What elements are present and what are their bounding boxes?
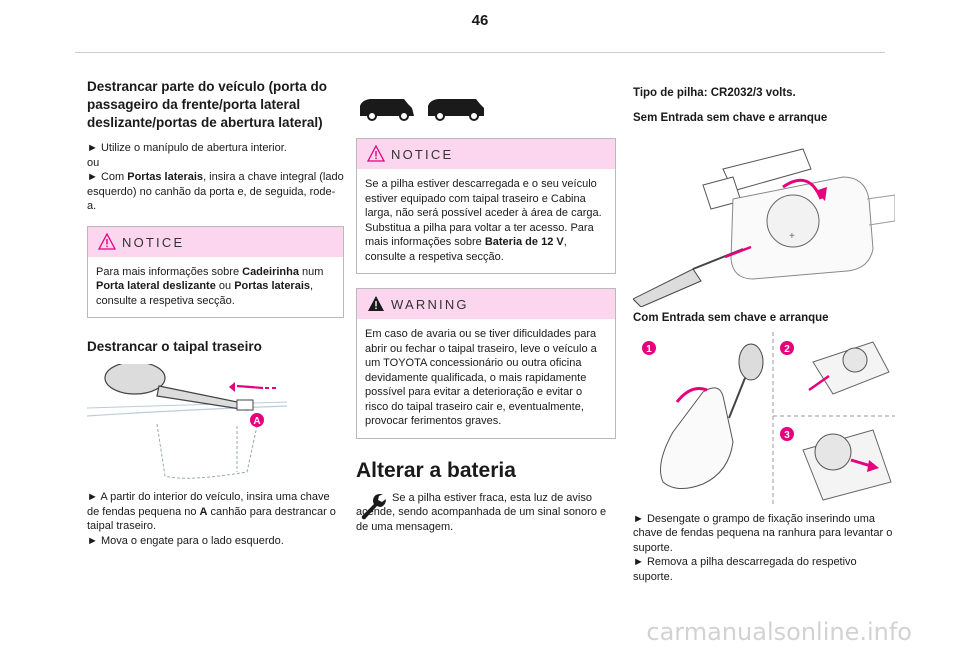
key-battery-figure-2: 1 2 3 <box>642 331 895 504</box>
caution-icon <box>98 232 116 250</box>
section-heading-battery: Alterar a bateria <box>356 458 516 482</box>
step-badge-1: 1 <box>646 344 652 355</box>
battery-intro: Se a pilha estiver fraca, esta luz de av… <box>356 491 616 535</box>
battery-plus-sign: + <box>789 231 795 242</box>
notice-header: NOTICE <box>88 226 343 257</box>
warning-box: WARNING Em caso de avaria ou se tiver di… <box>356 288 616 439</box>
vehicle-silhouettes-icon <box>360 99 484 121</box>
column-3: Tipo de pilha: CR2032/3 volts. Sem Entra… <box>633 78 895 584</box>
notice-title: NOTICE <box>122 234 185 250</box>
subheading-with-keyless: Com Entrada sem chave e arranque <box>633 312 829 324</box>
notice-text-2: Substitua a pilha para voltar a ter aces… <box>365 221 594 263</box>
battery-type: Tipo de pilha: CR2032/3 volts. <box>633 87 796 99</box>
step-move-latch: ► Mova o engate para o lado esquerdo. <box>87 534 284 547</box>
step-disengage-clip: ► Desengate o grampo de fixação inserind… <box>633 512 893 554</box>
step-remove-battery: ► Remova a pilha descarregada do respeti… <box>633 556 857 583</box>
step-badge-3: 3 <box>784 430 790 441</box>
figure-label-a: A <box>253 416 260 427</box>
caution-icon <box>367 145 385 162</box>
notice-text: Para mais informações sobre Cadeirinha n… <box>96 265 324 307</box>
notice-box-battery: NOTICE Se a pilha estiver descarregada e… <box>356 138 616 274</box>
section-heading-tailgate: Destrancar o taipal traseiro <box>87 339 262 354</box>
warning-icon <box>368 296 384 311</box>
step-side-doors: ► Com Portas laterais, insira a chave in… <box>87 171 344 212</box>
warning-header: WARNING <box>357 289 615 319</box>
step-interior-handle: ► Utilize o manípulo de abertura interio… <box>87 142 287 154</box>
or-text: ou <box>87 156 100 169</box>
notice-box: NOTICE Para mais informações sobre Cadei… <box>87 225 344 318</box>
header-rule <box>75 52 885 53</box>
page-number: 46 <box>471 12 489 29</box>
notice-header: NOTICE <box>357 139 615 169</box>
warning-title: WARNING <box>391 297 469 312</box>
step-badge-2: 2 <box>784 344 790 355</box>
wrench-icon <box>361 493 386 519</box>
notice-title: NOTICE <box>391 147 454 162</box>
tailgate-unlock-figure: A <box>87 364 287 479</box>
subheading-without-keyless: Sem Entrada sem chave e arranque <box>633 111 828 124</box>
battery-intro-text: Se a pilha estiver fraca, esta luz de av… <box>356 491 607 533</box>
section-heading-unlock-part: Destrancar parte do veículo (porta do pa… <box>87 79 328 130</box>
warning-text: Em caso de avaria ou se tiver dificuldad… <box>365 328 597 427</box>
notice-text: Se a pilha estiver descarregada e o seu … <box>365 178 602 219</box>
key-battery-figure-1: + <box>633 148 895 307</box>
footer-watermark: carmanualsonline.info <box>646 618 912 646</box>
step-screwdriver-tailgate: ► A partir do interior do veículo, insir… <box>87 491 336 532</box>
column-2: NOTICE Se a pilha estiver descarregada e… <box>356 78 616 534</box>
column-1: Destrancar parte do veículo (porta do pa… <box>87 78 344 548</box>
